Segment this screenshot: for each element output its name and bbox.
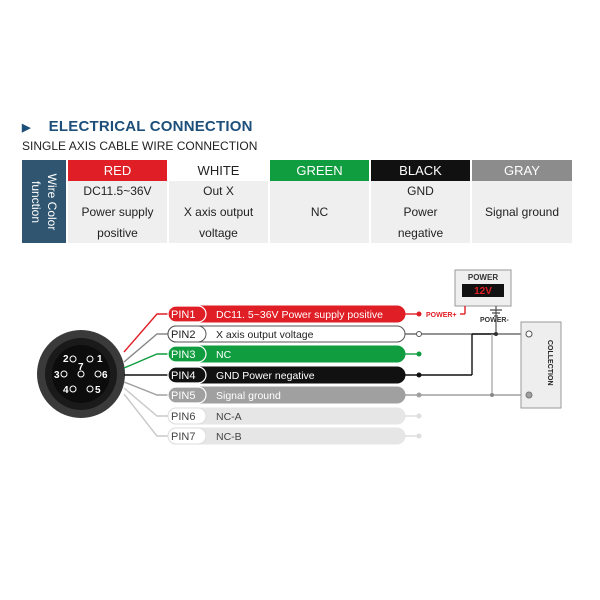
wire-fan [123,313,168,437]
pin-tag [167,345,207,363]
pin-number: PIN1 [171,309,195,321]
connector-pin-label: 6 [102,370,108,381]
pin-function: NC-A [216,411,242,423]
pin-function: NC-B [216,431,242,443]
collection-device: COLLECTION [520,321,562,409]
wire-color-table: Wire Color function RED DC11.5~36V Power… [22,160,572,243]
table-side-label: Wire Color function [22,160,66,243]
pin-tag [167,386,207,404]
pin-function: X axis output voltage [216,329,314,341]
table-column-white: WHITE Out X X axis output voltage [169,160,268,243]
column-function: GND Power negative [371,181,470,243]
power-supply: POWER 12V POWER+ POWER- [426,269,512,397]
connector-pin-label: 3 [54,370,60,381]
pin-row-5: PIN5 Signal ground [167,386,525,404]
pin-tag [167,407,207,425]
pin-row-7: PIN7 NC-B [167,427,422,445]
table-column-black: BLACK GND Power negative [371,160,470,243]
pin-row-3: PIN3 NC [167,345,422,363]
section-heading: ▶ ELECTRICAL CONNECTION [22,118,253,135]
power-supply-title: POWER [468,273,498,282]
pin-function: NC [216,349,232,361]
pin-number: PIN3 [171,349,195,361]
table-column-red: RED DC11.5~36V Power supply positive [68,160,167,243]
pin-function: DC11. 5~36V Power supply positive [216,309,383,321]
connector-face [52,345,110,403]
collection-label: COLLECTION [546,340,553,386]
table-column-gray: GRAY Signal ground [472,160,572,243]
connector-plug: 1 2 3 4 5 6 7 [37,330,125,418]
column-header: GREEN [270,160,369,181]
pin-row-1: PIN1 DC11. 5~36V Power supply positive [167,305,422,323]
connector-pin-label: 5 [95,385,101,396]
connector-pin-label: 1 [97,354,103,365]
section-subtitle: SINGLE AXIS CABLE WIRE CONNECTION [22,139,258,153]
table-column-green: GREEN NC [270,160,369,243]
pin-tag [167,366,207,384]
pin-number: PIN7 [171,431,195,443]
power-display-value: 12V [474,286,492,297]
column-function: NC [270,181,369,243]
pin-tag [167,305,207,323]
pin-function: GND Power negative [216,370,315,382]
column-header: WHITE [169,160,268,181]
column-function: DC11.5~36V Power supply positive [68,181,167,243]
pin-row-6: PIN6 NC-A [167,407,422,425]
connector-pin-label: 2 [63,354,69,365]
column-function: Out X X axis output voltage [169,181,268,243]
pin-number: PIN5 [171,390,195,402]
pin-number: PIN6 [171,411,195,423]
play-arrow-icon: ▶ [22,122,31,134]
pin-row-2: PIN2 X axis output voltage [167,325,525,343]
pin-tag [167,325,207,343]
pin-row-4: PIN4 GND Power negative [167,366,472,384]
power-display [462,284,504,297]
power-minus-label: POWER- [480,317,509,324]
section-title: ELECTRICAL CONNECTION [48,118,253,135]
pin-number: PIN2 [171,329,195,341]
pin-number: PIN4 [171,370,195,382]
power-plus-label: POWER+ [426,312,457,319]
connector-pin-label: 7 [78,362,84,373]
pin-tag [167,427,207,445]
connector-pin-label: 4 [63,385,69,396]
column-header: RED [68,160,167,181]
ground-icon [490,309,502,317]
column-header: GRAY [472,160,572,181]
pin-function: Signal ground [216,390,281,402]
column-header: BLACK [371,160,470,181]
column-function: Signal ground [472,181,572,243]
